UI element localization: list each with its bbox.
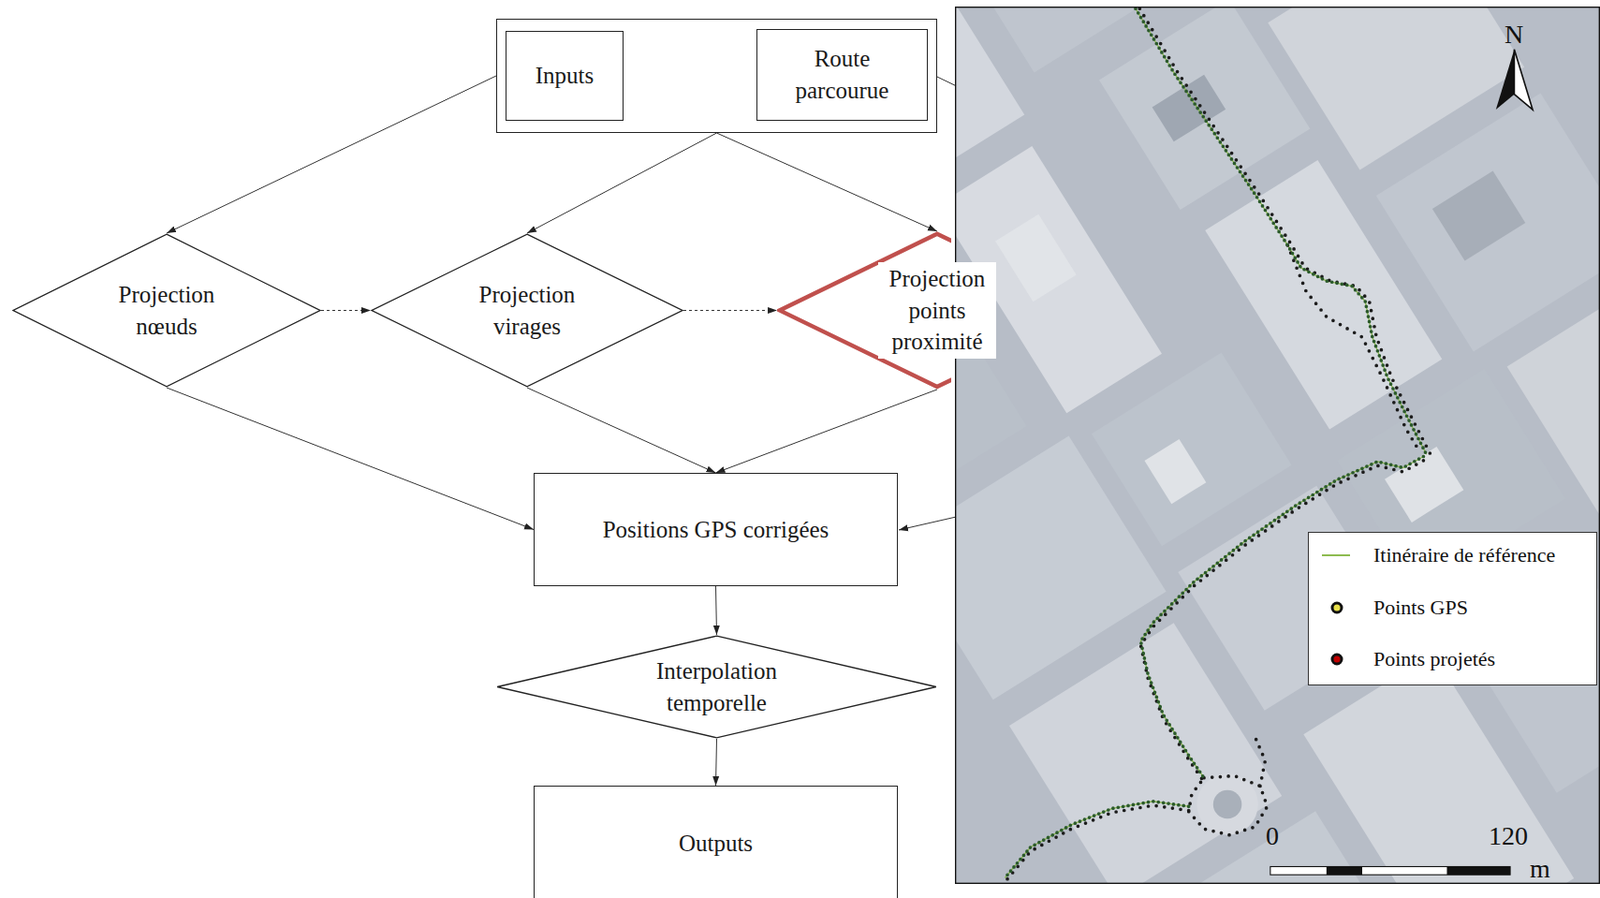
decision-diamond: Projection points proximité (777, 231, 1098, 390)
node-label: Projection nœuds (105, 278, 228, 343)
gps-points (1004, 8, 1431, 882)
flow-arrow (716, 389, 938, 473)
flow-arrow (321, 309, 371, 311)
legend-sample (1321, 645, 1352, 673)
north-arrow (1496, 49, 1533, 110)
process-box: Outputs (533, 785, 898, 898)
scale-label: 0 (1265, 821, 1279, 852)
node-label: Projection virages (466, 278, 588, 343)
input-group-box: Inputs Route parcourue (496, 18, 938, 133)
reference-route (1004, 8, 1426, 878)
map-legend: Itinéraire de référencePoints GPS Points … (1307, 531, 1598, 686)
node-label: Positions GPS corrigées (602, 513, 830, 546)
flow-arrow (683, 309, 778, 311)
legend-text: Points GPS (1373, 591, 1468, 624)
legend-sample (1321, 594, 1352, 621)
decision-diamond: Projection nœuds (12, 233, 322, 388)
node-label: Projection points proximité (878, 262, 997, 359)
flow-arrow (717, 132, 938, 232)
node-label: Interpolation temporelle (642, 655, 793, 720)
city-blocks (954, 6, 1600, 884)
aerial-map (954, 6, 1600, 884)
scale-bar (1270, 866, 1511, 875)
diamond-border (497, 635, 937, 738)
flow-arrow (166, 387, 534, 530)
scale-label: 120 (1488, 821, 1528, 852)
roundabout (1196, 773, 1258, 835)
node-label: Inputs (535, 59, 595, 92)
decision-diamond: Projection virages (370, 233, 684, 388)
diamond-border (371, 234, 683, 387)
legend-text: Itinéraire de référence (1373, 539, 1556, 572)
north-label: N (1504, 19, 1524, 50)
decision-diamond: Interpolation temporelle (496, 634, 938, 739)
node-label: Route parcourue (777, 43, 909, 107)
diamond-border (13, 234, 321, 387)
flow-arrow (716, 738, 718, 786)
diamond-outline (496, 634, 938, 739)
flow-arrow (166, 75, 497, 234)
process-box: Route parcourue (756, 29, 928, 121)
process-box: Positions GPS corrigées (533, 472, 898, 587)
diamond-border (779, 234, 952, 387)
flow-arrow (527, 387, 717, 473)
diamond-outline (12, 233, 322, 388)
process-box: Inputs (505, 30, 624, 121)
legend-sample (1321, 542, 1352, 569)
legend-text: Points projetés (1373, 643, 1496, 676)
flow-arrow (716, 586, 718, 635)
projected-points (1004, 8, 1426, 878)
flow-arrow (527, 132, 718, 234)
scale-label: m (1529, 853, 1551, 884)
diamond-outline (370, 233, 684, 388)
node-label: Outputs (678, 827, 753, 860)
